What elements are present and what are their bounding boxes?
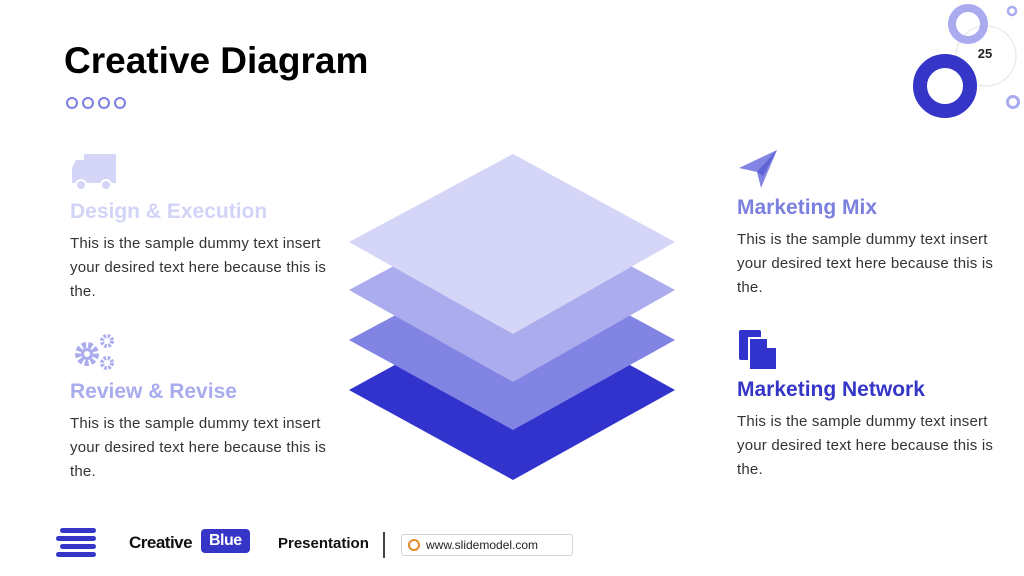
- brand-name: Creative: [129, 533, 193, 552]
- page-number: 25: [977, 46, 993, 61]
- item-body: This is the sample dummy text insert you…: [70, 235, 327, 300]
- item-body: This is the sample dummy text insert you…: [737, 231, 994, 296]
- gears-icon: [75, 334, 114, 370]
- item-body: This is the sample dummy text insert you…: [70, 415, 327, 480]
- layer-stack-diagram: [349, 154, 675, 480]
- footer: Creative Blue Presentation www.slidemode…: [0, 520, 1024, 576]
- item-marketing-network: Marketing Network This is the sample dum…: [737, 328, 1024, 482]
- item-title: Design & Execution: [70, 200, 268, 223]
- website-url: www.slidemodel.com: [426, 538, 539, 552]
- item-title: Marketing Mix: [737, 196, 878, 219]
- item-design-execution: Design & Execution This is the sample du…: [70, 150, 360, 304]
- slide-title: Creative Diagram: [64, 40, 369, 81]
- layer-1: [349, 154, 675, 334]
- title-dots: [66, 97, 126, 109]
- item-marketing-mix: Marketing Mix This is the sample dummy t…: [737, 146, 1024, 300]
- truck-icon: [72, 154, 116, 191]
- item-review-revise: Review & Revise This is the sample dummy…: [70, 330, 360, 484]
- paper-plane-icon: [739, 150, 777, 188]
- footer-divider: [383, 532, 385, 558]
- item-title: Review & Revise: [70, 380, 237, 403]
- documents-icon: [739, 330, 778, 371]
- menu-lines-icon: [56, 528, 96, 557]
- globe-icon: [408, 539, 420, 551]
- footer-label: Presentation: [278, 535, 369, 552]
- brand-badge: Blue: [201, 529, 250, 553]
- decorative-circles: [913, 4, 1020, 118]
- website-link[interactable]: www.slidemodel.com: [401, 534, 573, 556]
- item-title: Marketing Network: [737, 378, 925, 401]
- item-body: This is the sample dummy text insert you…: [737, 413, 994, 478]
